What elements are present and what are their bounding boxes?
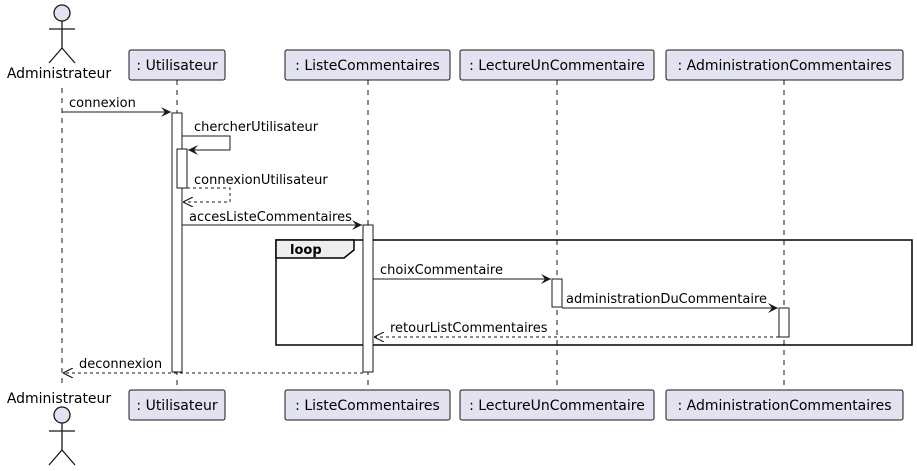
message-label-chercher-utilisateur: chercherUtilisateur xyxy=(194,120,319,135)
messages xyxy=(62,107,779,373)
participants-top: : Utilisateur : ListeCommentaires : Lect… xyxy=(128,49,904,81)
activation-lecture-un-commentaire xyxy=(551,278,563,308)
participant-label: : AdministrationCommentaires xyxy=(677,58,891,74)
participant-lecture-un-commentaire: : LectureUnCommentaire xyxy=(459,389,655,421)
actor-icon xyxy=(48,4,76,64)
participant-liste-commentaires: : ListeCommentaires xyxy=(284,49,451,81)
message-label-choix-commentaire: choixCommentaire xyxy=(380,263,503,278)
participant-administration-commentaires: : AdministrationCommentaires xyxy=(665,389,904,421)
actor-label: Administrateur xyxy=(7,66,112,82)
activation-administration-commentaires xyxy=(778,307,790,338)
participant-label: : ListeCommentaires xyxy=(295,58,440,74)
participant-label: : LectureUnCommentaire xyxy=(469,398,645,414)
participants-bottom: : Utilisateur : ListeCommentaires : Lect… xyxy=(128,389,904,421)
activation-utilisateur xyxy=(171,112,183,373)
actor-label: Administrateur xyxy=(7,391,112,407)
message-label-acces-liste-commentaires: accesListeCommentaires xyxy=(189,210,352,225)
message-labels: connexion chercherUtilisateur connexionU… xyxy=(69,96,767,372)
loop-label: loop xyxy=(290,243,322,258)
message-label-deconnexion: deconnexion xyxy=(79,357,162,372)
participant-label: : ListeCommentaires xyxy=(295,398,440,414)
participant-label: : Utilisateur xyxy=(136,58,217,74)
actor-icon xyxy=(48,406,76,466)
participant-administration-commentaires: : AdministrationCommentaires xyxy=(665,49,904,81)
participant-label: : Utilisateur xyxy=(136,398,217,414)
participant-liste-commentaires: : ListeCommentaires xyxy=(284,389,451,421)
lifelines xyxy=(61,80,785,390)
participant-lecture-un-commentaire: : LectureUnCommentaire xyxy=(459,49,655,81)
loop-fragment: loop xyxy=(275,239,913,346)
participant-label: : LectureUnCommentaire xyxy=(469,58,645,74)
activation-liste-commentaires xyxy=(362,224,374,373)
actor-bottom: Administrateur xyxy=(7,391,112,466)
participant-utilisateur: : Utilisateur xyxy=(128,49,226,81)
message-arrow xyxy=(183,187,231,202)
participant-utilisateur: : Utilisateur xyxy=(128,389,226,421)
activation-utilisateur-nested xyxy=(176,148,188,189)
message-label-connexion: connexion xyxy=(69,96,136,111)
message-label-retour-list-commentaires: retourListCommentaires xyxy=(390,321,548,336)
message-arrow xyxy=(182,135,231,155)
participant-label: : AdministrationCommentaires xyxy=(677,398,891,414)
message-label-administration-du-commentaire: administrationDuCommentaire xyxy=(566,292,767,307)
activations xyxy=(171,112,790,373)
actor-top: Administrateur xyxy=(7,4,112,82)
message-label-connexion-utilisateur: connexionUtilisateur xyxy=(194,173,328,188)
